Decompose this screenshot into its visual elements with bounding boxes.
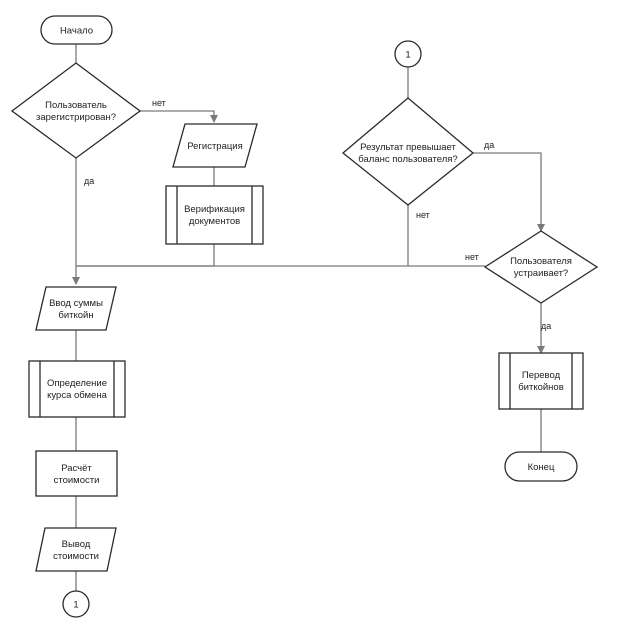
io-input-amount-line2: биткойн — [58, 310, 93, 321]
process-verification-line2: документов — [189, 216, 240, 227]
edge-registered-no — [140, 110, 218, 123]
process-verification-line1: Верификация — [184, 204, 245, 215]
io-output-cost-line1: Вывод — [62, 539, 91, 550]
edge-verification-to-merge — [76, 244, 215, 267]
process-exchange-rate-line1: Определение — [47, 378, 107, 389]
decision-balance: Результат превышает баланс пользователя? — [341, 97, 475, 206]
edge-label-registered-yes: да — [84, 176, 94, 186]
decision-registered-line2: зарегистрирован? — [36, 112, 116, 123]
process-verification: Верификация документов — [165, 185, 264, 245]
start-node: Начало — [40, 15, 113, 45]
decision-satisfied-line1: Пользователя — [510, 256, 572, 267]
connectors — [72, 44, 545, 591]
process-exchange-rate-line2: курса обмена — [47, 390, 107, 401]
connector-bottom: 1 — [62, 590, 90, 618]
edge-balance-yes — [473, 152, 545, 232]
connector-bottom-label: 1 — [73, 600, 78, 611]
io-input-amount-line1: Ввод суммы — [49, 298, 103, 309]
io-output-cost-line2: стоимости — [53, 551, 99, 562]
edge-label-registered-no: нет — [152, 98, 166, 108]
edge-label-satisfied-no: нет — [465, 252, 479, 262]
connector-top: 1 — [394, 40, 422, 68]
decision-registered: Пользователь зарегистрирован? — [10, 62, 142, 159]
decision-balance-line2: баланс пользователя? — [358, 154, 457, 165]
process-transfer-line2: биткойнов — [518, 382, 564, 393]
process-transfer-line1: Перевод — [522, 370, 561, 381]
edge-label-balance-no: нет — [416, 210, 430, 220]
io-output-cost: Вывод стоимости — [35, 527, 117, 572]
end-node: Конец — [504, 451, 578, 482]
decision-registered-line1: Пользователь — [45, 100, 107, 111]
process-cost-calculation: Расчёт стоимости — [35, 450, 118, 497]
process-exchange-rate: Определение курса обмена — [28, 360, 126, 418]
io-registration: Регистрация — [172, 123, 258, 168]
edge-label-balance-yes: да — [484, 140, 494, 150]
process-transfer: Перевод биткойнов — [498, 352, 584, 410]
io-registration-label: Регистрация — [187, 141, 243, 152]
process-cost-calculation-line2: стоимости — [54, 475, 100, 486]
process-cost-calculation-line1: Расчёт — [61, 463, 92, 474]
decision-balance-line1: Результат превышает — [360, 142, 456, 153]
connector-top-label: 1 — [405, 50, 410, 61]
end-label: Конец — [528, 462, 555, 473]
decision-satisfied-line2: устраивает? — [514, 268, 568, 279]
start-label: Начало — [60, 26, 93, 37]
io-input-amount: Ввод суммы биткойн — [35, 286, 117, 331]
edge-label-satisfied-yes: да — [541, 321, 551, 331]
decision-satisfied: Пользователя устраивает? — [483, 230, 599, 304]
